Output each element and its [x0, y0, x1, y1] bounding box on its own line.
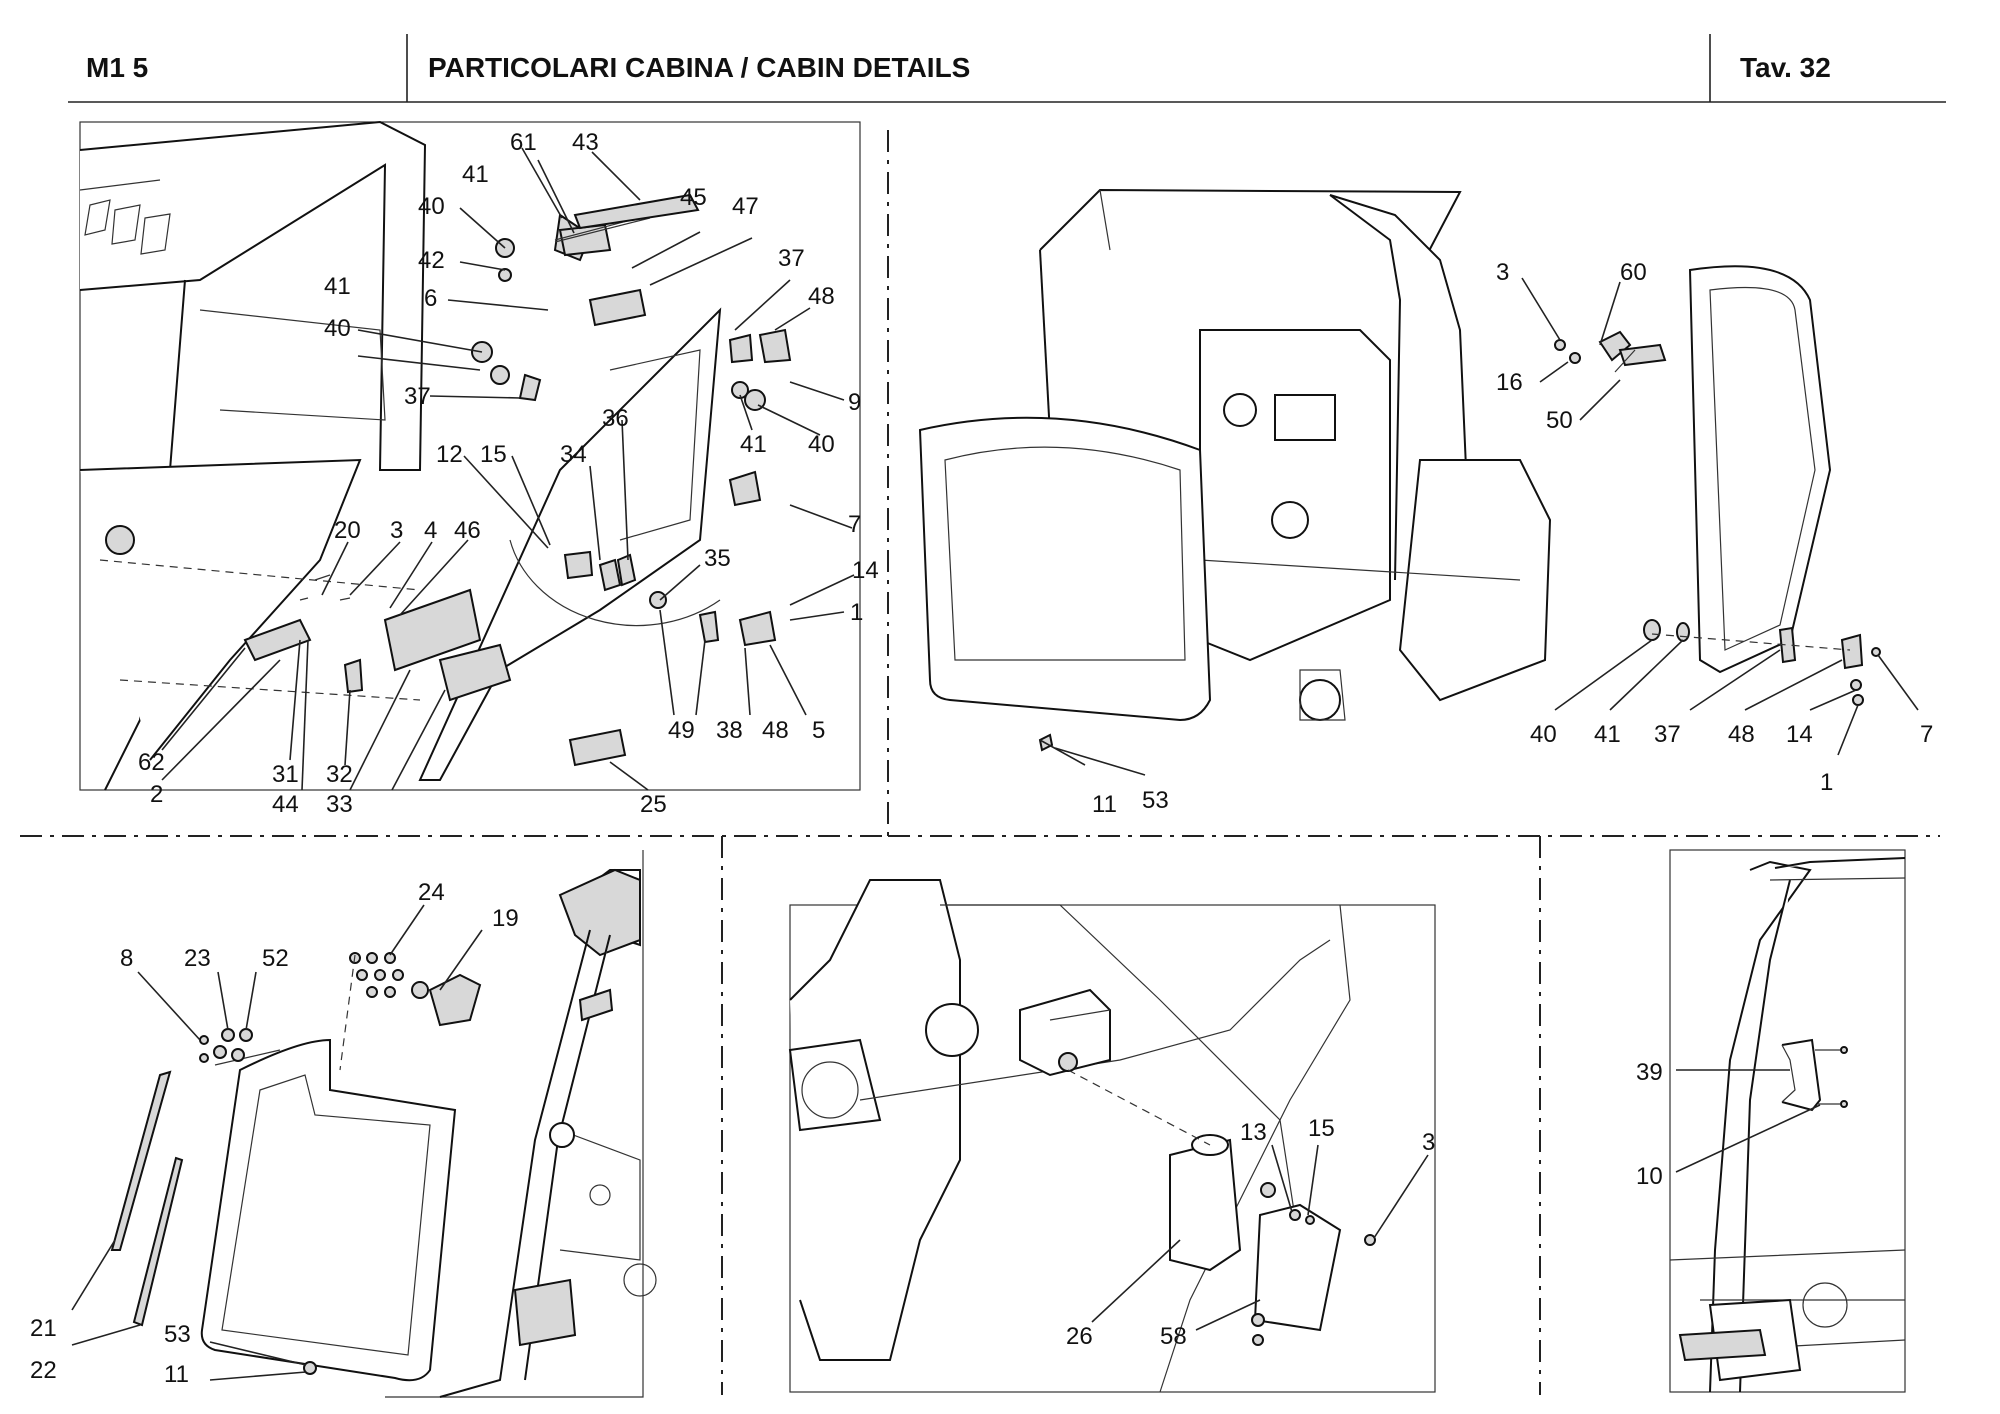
callout-12: 12	[436, 441, 463, 468]
callout-31: 31	[272, 761, 299, 788]
callout-38: 38	[716, 717, 743, 744]
callout-48c: 48	[1728, 721, 1755, 748]
callout-33: 33	[326, 791, 353, 818]
callout-3c: 3	[1422, 1129, 1435, 1156]
header-frame	[68, 34, 1946, 103]
panel-2-callouts: 3 60 16 50 40 41 37 48 14 7 1 11 53	[1039, 259, 1933, 818]
callout-46: 46	[454, 517, 481, 544]
callout-6: 6	[424, 285, 437, 312]
callout-5: 5	[812, 717, 825, 744]
callout-41b: 41	[324, 273, 351, 300]
callout-48b: 48	[762, 717, 789, 744]
callout-7b: 7	[1920, 721, 1933, 748]
callout-60: 60	[1620, 259, 1647, 286]
callout-62: 62	[138, 749, 165, 776]
callout-47: 47	[732, 193, 759, 220]
callout-42: 42	[418, 247, 445, 274]
callout-36: 36	[602, 405, 629, 432]
callout-61: 61	[510, 129, 537, 156]
callout-2: 2	[150, 781, 163, 808]
callout-3: 3	[390, 517, 403, 544]
callout-44: 44	[272, 791, 299, 818]
callout-49: 49	[668, 717, 695, 744]
callout-11b: 11	[164, 1361, 189, 1388]
callout-7: 7	[848, 511, 861, 538]
callout-8: 8	[120, 945, 133, 972]
callout-41d: 41	[1594, 721, 1621, 748]
panel-2-cab-rear	[918, 188, 1881, 752]
panel-4-washer-tank	[788, 879, 1436, 1393]
callout-14: 14	[852, 557, 879, 584]
callout-40d: 40	[1530, 721, 1557, 748]
callout-50: 50	[1546, 407, 1573, 434]
callout-9: 9	[848, 389, 861, 416]
callout-23: 23	[184, 945, 211, 972]
callout-1: 1	[850, 599, 863, 626]
page-title: PARTICOLARI CABINA / CABIN DETAILS	[428, 52, 971, 83]
callout-53: 53	[1142, 787, 1169, 814]
panel-3-front-window-wiper	[110, 850, 657, 1398]
panel-separators	[20, 130, 1940, 1395]
callout-24: 24	[418, 879, 445, 906]
callout-15b: 15	[1308, 1115, 1335, 1142]
callout-25: 25	[640, 791, 667, 818]
callout-11: 11	[1092, 791, 1117, 818]
callout-39: 39	[1636, 1059, 1663, 1086]
callout-21: 21	[30, 1315, 57, 1342]
panel-5-callouts: 39 10	[1636, 1059, 1821, 1190]
callout-35: 35	[704, 545, 731, 572]
callout-52: 52	[262, 945, 289, 972]
callout-34: 34	[560, 441, 587, 468]
callout-40b: 40	[324, 315, 351, 342]
panel-4-callouts: 13 15 3 26 58	[1066, 1115, 1435, 1350]
callout-1b: 1	[1820, 769, 1833, 796]
callout-13: 13	[1240, 1119, 1267, 1146]
callout-22: 22	[30, 1357, 57, 1384]
callout-41: 41	[462, 161, 489, 188]
callout-48: 48	[808, 283, 835, 310]
callout-37: 37	[778, 245, 805, 272]
panel-1-cab-door-hinges	[79, 120, 861, 791]
panel-3-callouts: 24 19 8 23 52 21 22 53 11	[30, 879, 519, 1388]
panel-5-grab-handle	[1669, 849, 1906, 1393]
table-number: Tav. 32	[1740, 52, 1831, 83]
callout-4: 4	[424, 517, 437, 544]
callout-40: 40	[418, 193, 445, 220]
callout-20: 20	[334, 517, 361, 544]
callout-10: 10	[1636, 1163, 1663, 1190]
callout-16: 16	[1496, 369, 1523, 396]
callout-40c: 40	[808, 431, 835, 458]
callout-14b: 14	[1786, 721, 1813, 748]
callout-26: 26	[1066, 1323, 1093, 1350]
callout-37c: 37	[1654, 721, 1681, 748]
callout-53b: 53	[164, 1321, 191, 1348]
callout-45: 45	[680, 184, 707, 211]
callout-15: 15	[480, 441, 507, 468]
model-code: M1 5	[86, 52, 149, 83]
callout-3b: 3	[1496, 259, 1509, 286]
panel-1-callouts: 61 43 41 45 47 40 42 37 48 6 41 40 37 9 …	[138, 129, 879, 818]
callout-19: 19	[492, 905, 519, 932]
callout-58: 58	[1160, 1323, 1187, 1350]
callout-43: 43	[572, 129, 599, 156]
callout-41c: 41	[740, 431, 767, 458]
callout-32: 32	[326, 761, 353, 788]
callout-37b: 37	[404, 383, 431, 410]
